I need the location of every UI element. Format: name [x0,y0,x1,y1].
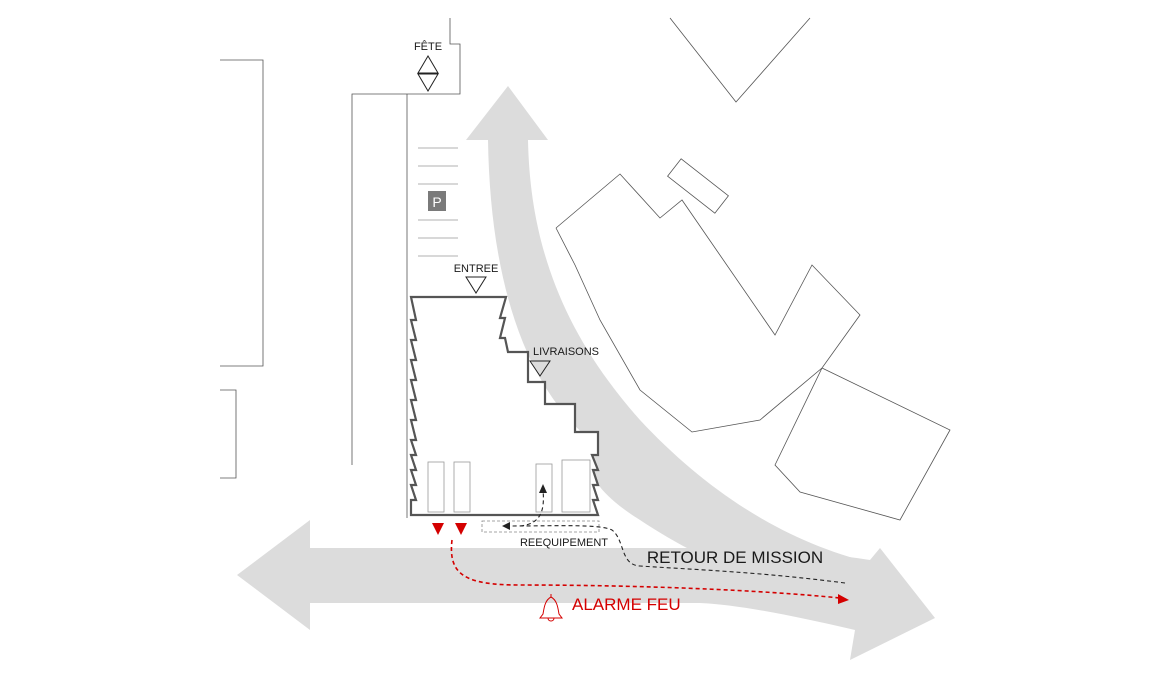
retour-path: RETOUR DE MISSION [502,484,846,584]
fete-up-arrow-icon [417,55,439,74]
alarm-arrowhead-icon [838,594,849,604]
fete-marker: FÊTE [414,40,442,92]
main-road [237,520,935,660]
bay-3 [535,463,553,513]
livraisons-label: LIVRAISONS [533,346,599,358]
left-block-upper [220,59,264,367]
entree-down-arrow-icon [465,276,487,294]
building-outline [409,295,600,517]
parking-area: P [418,147,458,257]
alarm-dashed-line [450,539,841,599]
bell-icon [539,594,563,622]
livraisons-marker: LIVRAISONS [529,346,599,377]
retour-arrowhead-left-icon [502,522,510,530]
small-shed [667,158,729,214]
retour-dashed-branch [519,489,544,527]
parking-label: P [432,194,441,210]
bay-4 [561,459,591,513]
retour-arrowhead-up-icon [539,484,547,493]
reequipement-label: REEQUIPEMENT [520,537,608,549]
fete-label: FÊTE [414,40,442,53]
left-block-lower [220,389,237,479]
roads [237,86,935,660]
street-edge-left [351,18,461,465]
top-right-line [669,17,811,103]
reequipement-zone: REEQUIPEMENT [481,520,608,549]
alarm-exit-1-icon [432,523,444,535]
retour-dashed-line [507,525,846,584]
north-road [466,86,880,615]
surrounding-lines [220,17,951,521]
main-building [409,295,600,517]
east-building-a [555,173,861,433]
parking-sign [428,191,446,211]
alarme-label: ALARME FEU [572,595,681,614]
alarm-exit-2-icon [455,523,467,535]
fete-down-arrow-icon [417,73,439,92]
reequipement-box [481,520,600,533]
east-building-b [774,367,951,521]
livraisons-down-arrow-icon [529,360,551,377]
alarme-path: ALARME FEU [432,523,849,622]
entree-marker: ENTREE [454,263,499,294]
bay-1 [427,461,445,513]
retour-label: RETOUR DE MISSION [647,548,823,567]
bay-2 [453,461,471,513]
entree-label: ENTREE [454,263,499,275]
